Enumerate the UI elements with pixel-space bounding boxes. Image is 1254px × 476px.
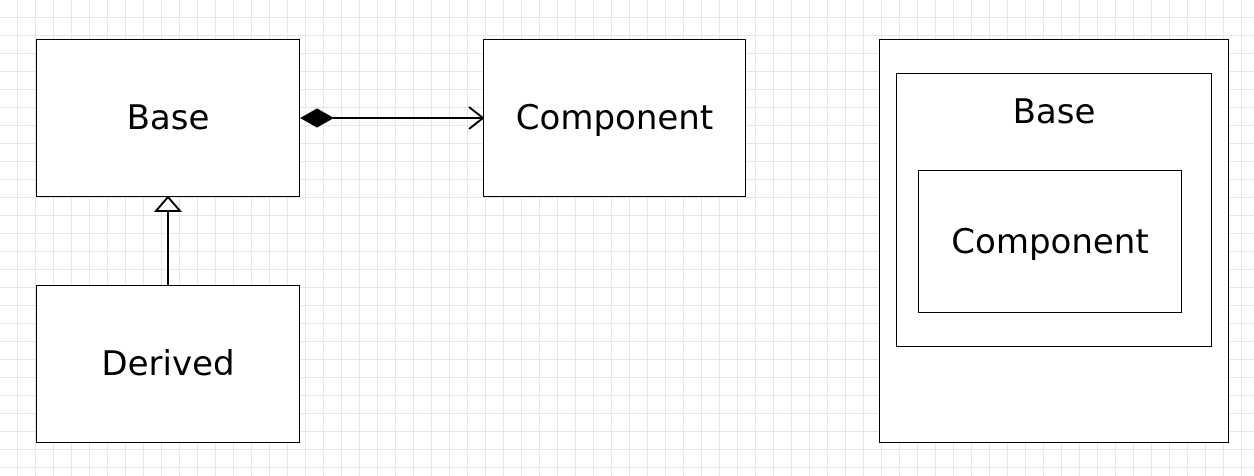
nested-base-label: Base [1012, 92, 1096, 132]
composition-diamond [299, 108, 335, 128]
base-class-label: Base [126, 98, 210, 138]
base-class-box[interactable]: Base [36, 39, 300, 197]
nested-component-box[interactable]: Component [918, 170, 1182, 313]
component-class-box[interactable]: Component [483, 39, 746, 197]
component-class-label: Component [515, 98, 714, 138]
derived-class-box[interactable]: Derived [36, 285, 300, 443]
hollow-triangle-arrowhead [153, 195, 183, 212]
composition-connector [299, 106, 485, 130]
derived-class-label: Derived [101, 344, 235, 384]
inheritance-connector [153, 195, 183, 285]
nested-component-label: Component [951, 221, 1149, 262]
